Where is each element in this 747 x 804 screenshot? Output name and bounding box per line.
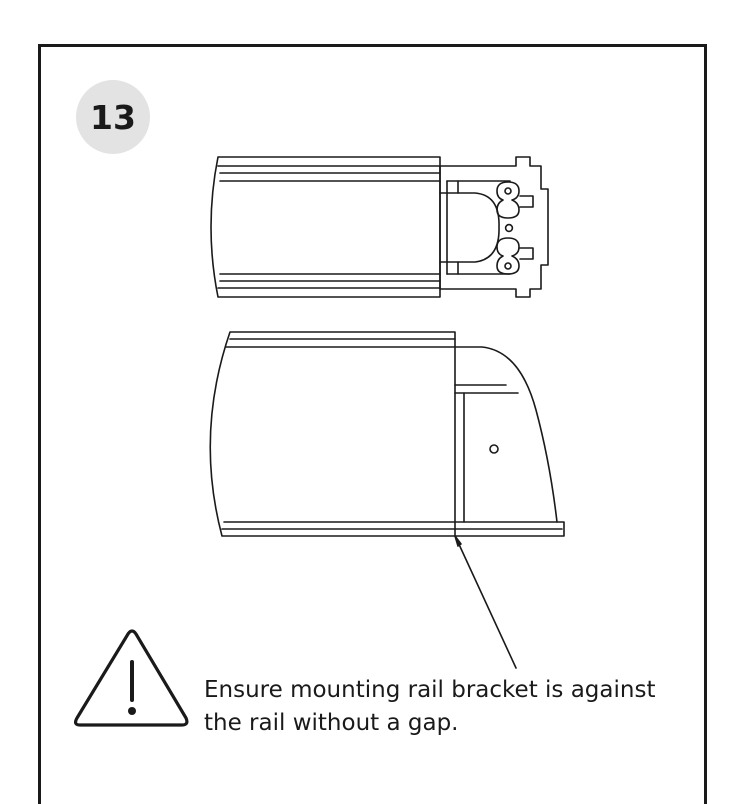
instruction-panel (38, 44, 707, 804)
leader-line (454, 535, 517, 669)
rail-top-view (210, 156, 441, 298)
warning-triangle-icon (73, 629, 189, 727)
rail-side-view (209, 331, 456, 537)
installation-drawing (73, 156, 565, 727)
step-number: 13 (90, 97, 136, 137)
step-badge: 13 (76, 80, 150, 154)
bracket-side-view (454, 346, 565, 537)
bracket-top-view (439, 156, 549, 298)
note-line-1: Ensure mounting rail bracket is against (204, 677, 656, 703)
note-line-2: the rail without a gap. (204, 710, 459, 736)
caution-note: Ensure mounting rail bracket is against … (204, 674, 684, 740)
